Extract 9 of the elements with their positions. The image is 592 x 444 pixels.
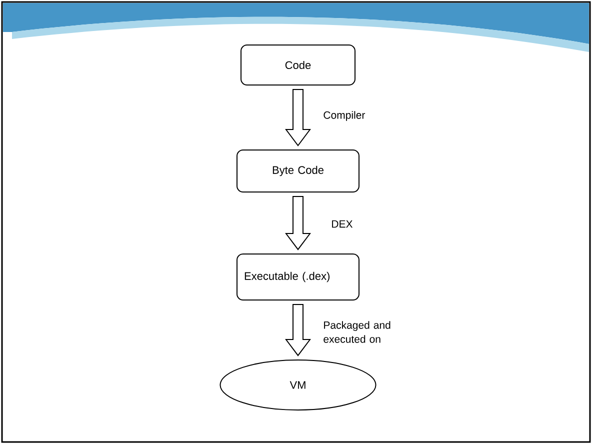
edge-label: Compiler [324,111,366,121]
process-box: Executable (.dex) [236,254,360,300]
block-arrow [285,89,311,146]
block-arrow [285,196,311,250]
edge-label: Packaged and executed on [324,321,390,343]
process-box: Code [240,44,356,86]
process-box: Byte Code [236,150,360,192]
block-arrow [285,304,311,356]
edge-label: DEX [332,220,353,228]
